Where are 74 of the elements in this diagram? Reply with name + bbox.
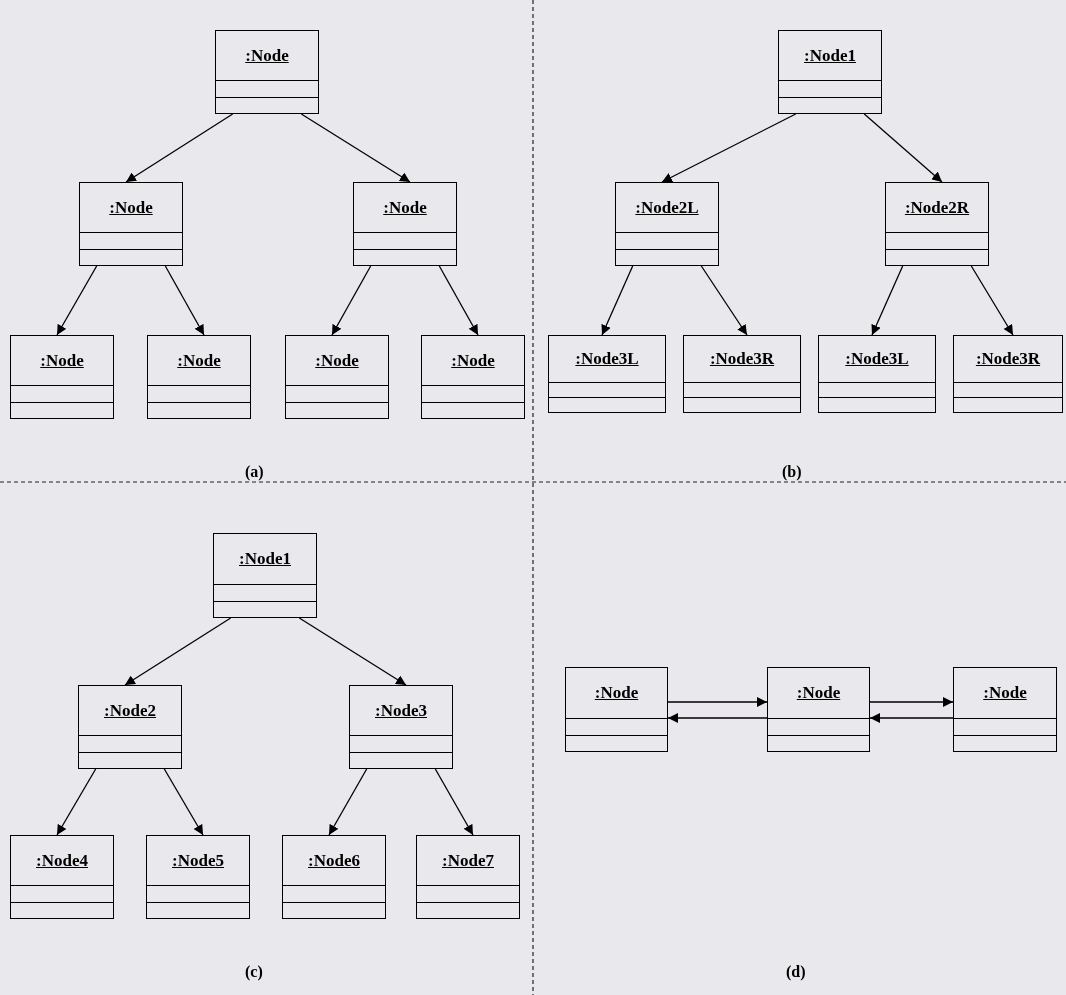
arrow <box>667 697 768 707</box>
object-box <box>953 335 1063 413</box>
object-name: :Node3 <box>375 699 427 722</box>
object-name: :Node <box>315 349 359 372</box>
object-name: :Node2L <box>635 196 699 219</box>
object-name: :Node3L <box>845 348 909 371</box>
arrow <box>700 265 748 336</box>
object-box <box>285 335 389 419</box>
object-name: :Node2 <box>104 699 156 722</box>
object-name: :Node <box>983 682 1027 705</box>
arrow <box>871 265 904 336</box>
object-name: :Node1 <box>804 44 856 67</box>
arrow <box>56 265 98 336</box>
object-box <box>147 335 251 419</box>
object-box <box>683 335 801 413</box>
object-box <box>215 30 319 114</box>
object-name: :Node <box>245 44 289 67</box>
panel-label: (d) <box>786 962 806 983</box>
object-name: :Node <box>109 196 153 219</box>
arrow <box>163 768 204 836</box>
object-name: :Node3R <box>975 348 1041 371</box>
object-box <box>565 667 668 752</box>
arrow <box>164 265 205 336</box>
object-box <box>353 182 457 266</box>
object-name: :Node3R <box>709 348 775 371</box>
object-name: :Node <box>383 196 427 219</box>
object-box <box>146 835 250 919</box>
arrow <box>328 768 368 836</box>
object-name: :Node4 <box>36 849 88 872</box>
object-box <box>421 335 525 419</box>
object-name: :Node1 <box>239 548 291 571</box>
object-name: :Node6 <box>308 849 360 872</box>
arrow <box>601 265 634 336</box>
arrow <box>869 713 954 723</box>
object-box <box>10 335 114 419</box>
arrow <box>125 113 234 183</box>
object-name: :Node <box>177 349 221 372</box>
object-box <box>213 533 317 618</box>
arrow <box>300 113 411 183</box>
arrow <box>863 113 943 183</box>
object-box <box>953 667 1057 752</box>
panel-label: (a) <box>245 462 264 483</box>
panel-label: (b) <box>782 462 802 483</box>
arrow <box>298 617 407 686</box>
arrow <box>124 617 232 686</box>
arrow <box>661 113 797 183</box>
object-box <box>885 182 989 266</box>
arrow <box>331 265 372 336</box>
object-name: :Node7 <box>442 849 494 872</box>
object-name: :Node <box>796 682 841 705</box>
panel-label: (c) <box>245 962 263 983</box>
object-name: :Node3L <box>575 348 639 371</box>
arrow <box>667 713 768 723</box>
object-name: :Node2R <box>904 196 970 219</box>
object-box <box>10 835 114 919</box>
arrow <box>434 768 474 836</box>
object-box <box>778 30 882 114</box>
object-name: :Node <box>451 349 495 372</box>
object-box <box>416 835 520 919</box>
object-box <box>615 182 719 266</box>
object-name: :Node <box>40 349 84 372</box>
object-name: :Node5 <box>172 849 224 872</box>
object-box <box>548 335 666 413</box>
arrow <box>56 768 97 836</box>
object-box <box>282 835 386 919</box>
object-box <box>78 685 182 769</box>
arrow <box>869 697 954 707</box>
object-box <box>818 335 936 413</box>
object-box <box>767 667 870 752</box>
object-box <box>349 685 453 769</box>
object-box <box>79 182 183 266</box>
arrow <box>970 265 1014 336</box>
arrow <box>438 265 479 336</box>
object-name: :Node <box>594 682 639 705</box>
